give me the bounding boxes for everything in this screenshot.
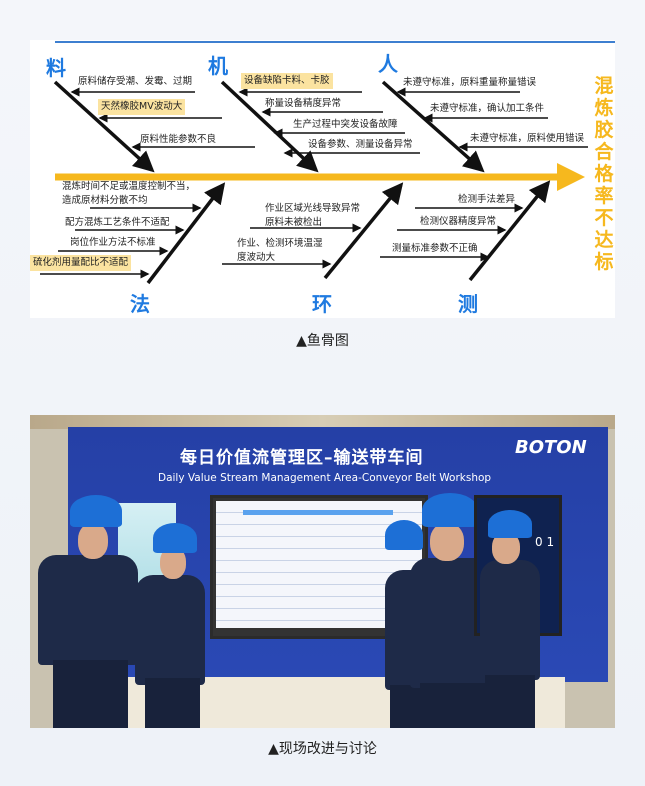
effect-label: 混炼胶合格率不达标 <box>594 75 614 273</box>
cause-label: 称量设备精度异常 <box>265 98 342 109</box>
sign-title: 每日价值流管理区–输送带车间 <box>180 448 424 468</box>
workshop-photo: 每日价值流管理区–输送带车间 Daily Value Stream Manage… <box>30 415 615 728</box>
cause-label: 作业区域光线导致异常 <box>265 203 361 214</box>
category-material: 料 <box>46 56 66 80</box>
fishbone-diagram: 料 机 人 法 环 测 混炼胶合格率不达标 原料储存受潮、发霉、过期 天然橡胶M… <box>30 40 615 318</box>
cause-label: 作业、检测环境温湿 <box>237 238 323 249</box>
cause-label-highlight: 硫化剂用量配比不适配 <box>30 255 132 271</box>
cause-label: 测量标准参数不正确 <box>392 243 478 254</box>
main-screen <box>210 495 428 639</box>
bone-environment <box>323 182 404 280</box>
category-environment: 环 <box>312 292 332 316</box>
cause-label: 生产过程中突发设备故障 <box>293 119 398 130</box>
right-screen-overlay: 0 1 <box>477 498 559 558</box>
caption-fishbone: ▲鱼骨图 <box>296 333 349 349</box>
cause-label: 配方混炼工艺条件不适配 <box>65 217 170 228</box>
fishbone-lines <box>40 80 588 285</box>
bone-method <box>146 182 226 285</box>
cause-label: 未遵守标准，确认加工条件 <box>430 103 545 114</box>
bone-material <box>53 80 155 173</box>
bone-measurement <box>468 180 551 282</box>
category-man: 人 <box>378 52 398 76</box>
cause-label: 岗位作业方法不标准 <box>70 237 156 248</box>
bone-man <box>381 80 485 173</box>
cause-label-highlight: 设备缺陷卡料、卡胶 <box>241 73 333 89</box>
cause-label: 未遵守标准，原料重量称量错误 <box>403 77 537 88</box>
category-method: 法 <box>130 292 150 316</box>
cause-label: 度波动大 <box>237 252 276 263</box>
cause-label: 未遵守标准，原料使用错误 <box>470 133 585 144</box>
cause-label-highlight: 天然橡胶MV波动大 <box>98 99 186 115</box>
cause-label: 原料性能参数不良 <box>140 134 217 145</box>
screen-digits: 0 1 <box>535 535 555 549</box>
cause-label: 检测仪器精度异常 <box>420 216 497 227</box>
bone-machine <box>220 80 319 173</box>
cause-label: 造成原材料分散不均 <box>62 195 148 206</box>
category-measurement: 测 <box>458 292 478 316</box>
cause-label: 原料储存受潮、发霉、过期 <box>78 76 193 87</box>
divider <box>55 41 615 43</box>
ceiling <box>30 415 615 429</box>
cause-label: 设备参数、测量设备异常 <box>308 139 413 150</box>
cause-label: 混炼时间不足或温度控制不当， <box>62 181 196 192</box>
boton-logo: BOTON <box>515 437 587 458</box>
sign-subtitle: Daily Value Stream Management Area-Conve… <box>158 472 492 484</box>
cause-label: 原料未被检出 <box>265 217 323 228</box>
cause-label: 检测手法差异 <box>458 194 516 205</box>
category-machine: 机 <box>208 54 228 78</box>
caption-photo: ▲现场改进与讨论 <box>268 741 377 757</box>
